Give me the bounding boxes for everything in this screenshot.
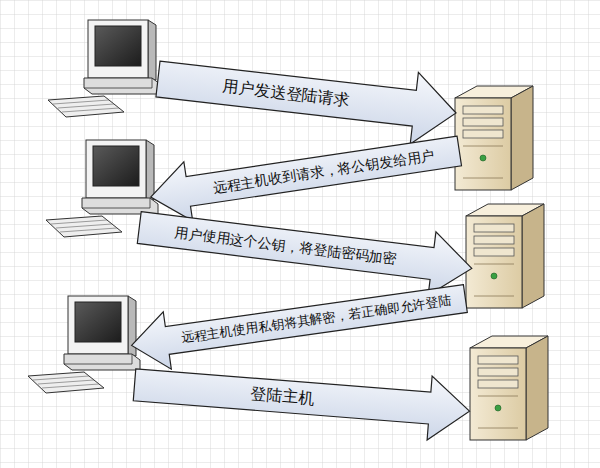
arrow-outline <box>127 270 469 374</box>
arrow-label: 用户使用这个公钥，将登陆密码加密 <box>137 212 434 280</box>
arrow-outline <box>146 121 463 226</box>
arrow-outline <box>132 353 472 443</box>
arrow-outline <box>154 43 460 148</box>
block-arrow: 远程主机收到请求，将公钥发给用户 <box>146 121 463 226</box>
arrow-outline <box>135 196 475 300</box>
arrow-label: 用户发送登陆请求 <box>156 61 416 126</box>
arrow-label: 登陆主机 <box>133 369 431 424</box>
block-arrow: 用户发送登陆请求 <box>154 43 460 148</box>
arrow-label: 远程主机使用私钥将其解密，若正确即允许登陆 <box>165 285 467 355</box>
block-arrow: 登陆主机 <box>132 353 472 443</box>
arrow-label: 远程主机收到请求，将公钥发给用户 <box>186 136 461 206</box>
block-arrow: 远程主机使用私钥将其解密，若正确即允许登陆 <box>127 270 469 374</box>
block-arrow: 用户使用这个公钥，将登陆密码加密 <box>135 196 475 300</box>
